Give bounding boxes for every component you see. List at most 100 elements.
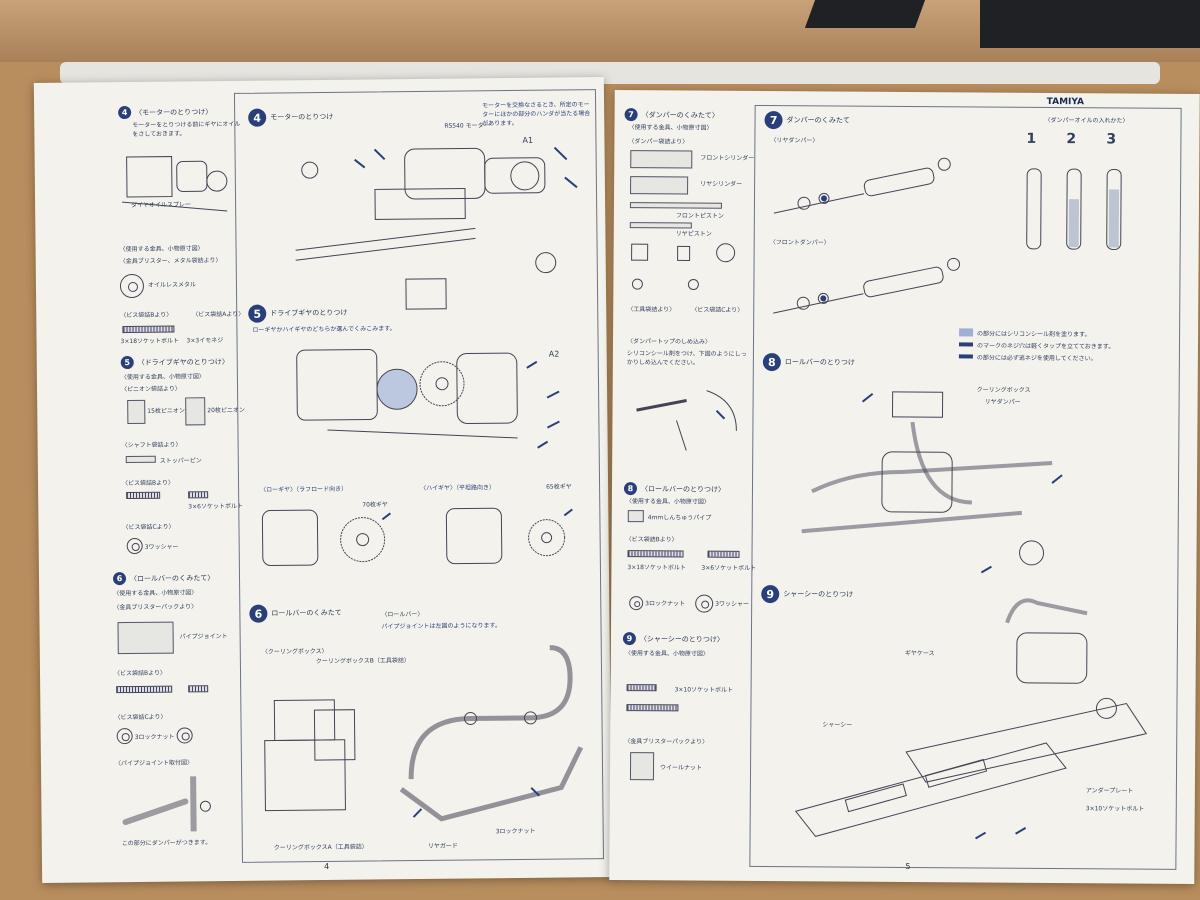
dark-object-top	[804, 0, 926, 28]
lock-nut-label: 3ロックナット	[134, 733, 175, 741]
oil-fill-heading: 〈ダンパーオイルの入れかた〉	[1044, 116, 1129, 125]
sidebar-step4-heading: 4 〈モーターのとりつけ〉	[118, 105, 212, 120]
chassis-install-drawing	[794, 598, 1148, 840]
gear-65-label: 65枚ギヤ	[546, 483, 572, 491]
r-sidebar-step8-heading: 8 〈ロールバーのとりつけ〉	[623, 482, 725, 496]
brand-logo: TAMIYA	[1046, 96, 1085, 108]
r-blister-label: 〈金具ブリスターパックより〉	[624, 738, 709, 746]
pinion-15-label: 15枚ピニオン	[147, 407, 185, 415]
r-socket-bolt-18b	[626, 704, 679, 712]
shaft-bag-label: 〈シャフト袋詰より〉	[121, 441, 182, 450]
socket-bolt-6b	[188, 685, 209, 693]
stopper-pin	[125, 455, 156, 464]
washer-part-2	[176, 727, 193, 744]
screw2-label: 3×3イモネジ	[186, 337, 224, 345]
front-cylinder	[630, 150, 693, 169]
damper-small-parts	[631, 243, 736, 291]
sidebar-step5-heading: 5 〈ドライブギヤのとりつけ〉	[120, 355, 229, 370]
r-parts-header-7: 〈使用する金具、小物原寸図〉	[628, 124, 713, 132]
left-page-number: 4	[324, 861, 330, 872]
socket-bolt-18	[122, 325, 175, 334]
brass-pipe	[627, 510, 644, 523]
screw1-label: 3×18ソケットボルト	[120, 337, 180, 346]
front-piston-label: フロントピストン	[675, 212, 724, 220]
socket-bolt-10	[126, 491, 161, 500]
sidebar-step4-note: モーターをとりつける前にギヤにオイルをさしておきます。	[132, 120, 241, 138]
legend-tap: のマークのネジ穴は軽くタップを立てておきます。	[976, 342, 1115, 351]
oilless-metal-part	[119, 273, 145, 299]
motor-warning: モーターを交換なさるとき、所定のモーターにほかの部分のハンダが当たる場合がありま…	[482, 101, 591, 128]
pinion-20	[185, 397, 206, 426]
legend-swatch-tap	[958, 342, 974, 347]
cooling-a-label: クーリングボックスA（工具袋詰）	[273, 843, 368, 852]
damper-top-note: シリコンシール剤をつけ、下図のようにしっかりしめ込んでください。	[626, 350, 747, 367]
r-parts-header-9: 〈使用する金具、小物原寸図〉	[624, 650, 709, 658]
r-lock-nut-label: 3ロックナット	[645, 600, 686, 608]
manual-page-right: TAMIYA 7 〈ダンパーのくみたて〉 〈使用する金具、小物原寸図〉 〈ダンパ…	[609, 89, 1200, 885]
main-step5-heading: 5 ドライブギヤのとりつけ	[248, 304, 347, 323]
motor-assembly-drawing	[295, 146, 578, 310]
motor-oil-drawing	[122, 156, 228, 212]
sidebar-step6-heading: 6 〈ロールバーのくみたて〉	[112, 571, 214, 586]
r-socket-bolt-10	[626, 684, 657, 692]
r-lock-nut-part	[629, 596, 644, 611]
lock-nut-main-label: 3ロックナット	[495, 827, 536, 836]
lock-nut-part	[116, 728, 133, 745]
r-parts-header-8: 〈使用する金具、小物原寸図〉	[625, 498, 710, 506]
parts-header-5: 〈使用する金具、小物原寸図〉	[120, 373, 205, 382]
front-cyl-label: フロントシリンダー	[700, 154, 755, 162]
pinion-20-label: 20枚ピニオン	[207, 406, 245, 415]
manual-page-left: 4 〈モーターのとりつけ〉 モーターをとりつける前にギヤにオイルをさしておきます…	[33, 77, 613, 883]
oil-step-1: 1	[1026, 130, 1037, 147]
r-socket-bolt-18	[627, 550, 684, 558]
oil-step-2: 2	[1066, 131, 1077, 148]
rear-guard-label: リヤガード	[427, 842, 458, 850]
r-sidebar-step9-heading: 9 〈シャーシーのとりつけ〉	[622, 632, 724, 646]
rollbar-drawing	[399, 645, 584, 822]
low-gear-label: 〈ローギヤ〉（ラフロード向き）	[260, 485, 348, 494]
legend-swatch-grease	[958, 354, 973, 359]
drive-gear-drawing	[296, 349, 560, 449]
right-page-number: 5	[905, 862, 911, 872]
r-socket-bolt-6	[707, 550, 740, 558]
oilless-label: オイルレスメタル	[147, 281, 197, 289]
damper-tightening-drawing	[636, 390, 737, 451]
legend-grease: の部分には必ず逃ネジを使用してください。	[976, 354, 1097, 363]
damper-assembly-drawing	[773, 157, 961, 314]
pinion-15	[127, 399, 146, 425]
tool-bag-label: 〈工具袋詰より〉	[627, 306, 676, 314]
oil-step-3: 3	[1106, 131, 1117, 148]
blister-pack-label: 〈金具ブリスターパックより〉	[113, 603, 198, 612]
washer-label: 3ワッシャー	[144, 543, 179, 551]
screws-b3-label: 〈ビス袋詰Bより〉	[113, 669, 167, 678]
r-washer-label: 3ワッシャー	[715, 600, 750, 608]
washer-part	[126, 537, 143, 555]
blister-label: 〈金具ブリスター、メタル袋詰より〉	[119, 257, 222, 266]
screws-b2-label: 〈ビス袋詰Bより〉	[121, 479, 175, 488]
socket-bolt-6	[188, 491, 209, 499]
rollbar-note: パイプジョイントは左図のようになります。	[381, 622, 501, 631]
pipe-joint-fig-label: 〈パイプジョイント取付図〉	[114, 759, 194, 768]
r-screw3-label: 3×10ソケットボルト	[674, 686, 734, 694]
r-sidebar-step7-heading: 7 〈ダンパーのくみたて〉	[624, 108, 719, 122]
wheel-nut-label: ウイールナット	[660, 764, 703, 772]
front-piston	[629, 202, 722, 209]
high-gear-label: 〈ハイギヤ〉（平坦路向き）	[420, 484, 496, 492]
main-step4-heading: 4 モーターのとりつけ	[248, 108, 333, 127]
r-washer-part	[695, 594, 714, 613]
screws-c-label: 〈ビス袋詰Cより〉	[122, 523, 175, 532]
r-screw1-label: 3×18ソケットボルト	[627, 564, 686, 572]
rear-piston-label: リヤピストン	[675, 230, 712, 238]
screws-c2-label: 〈ビス袋詰Cより〉	[114, 713, 167, 722]
brass-pipe-label: 4mmしんちゅうパイプ	[647, 514, 712, 522]
damper-position-note: この部分にダンパーがつきます。	[121, 839, 212, 848]
rear-cylinder	[630, 176, 689, 195]
r-screws-c-label: 〈ビス袋詰Cより〉	[691, 306, 744, 314]
pipe-joint-part	[117, 621, 174, 655]
damper-bag-label: 〈ダンパー袋詰より〉	[628, 138, 689, 146]
rear-cyl-label: リヤシリンダー	[700, 180, 743, 188]
high-gear-drawing	[445, 507, 573, 565]
parts-header-6: 〈使用する金具、小物原寸図〉	[113, 589, 198, 598]
pipe-joint-label: パイプジョイント	[179, 633, 228, 641]
main-step6-heading: 6 ロールバーのくみたて	[249, 604, 342, 623]
